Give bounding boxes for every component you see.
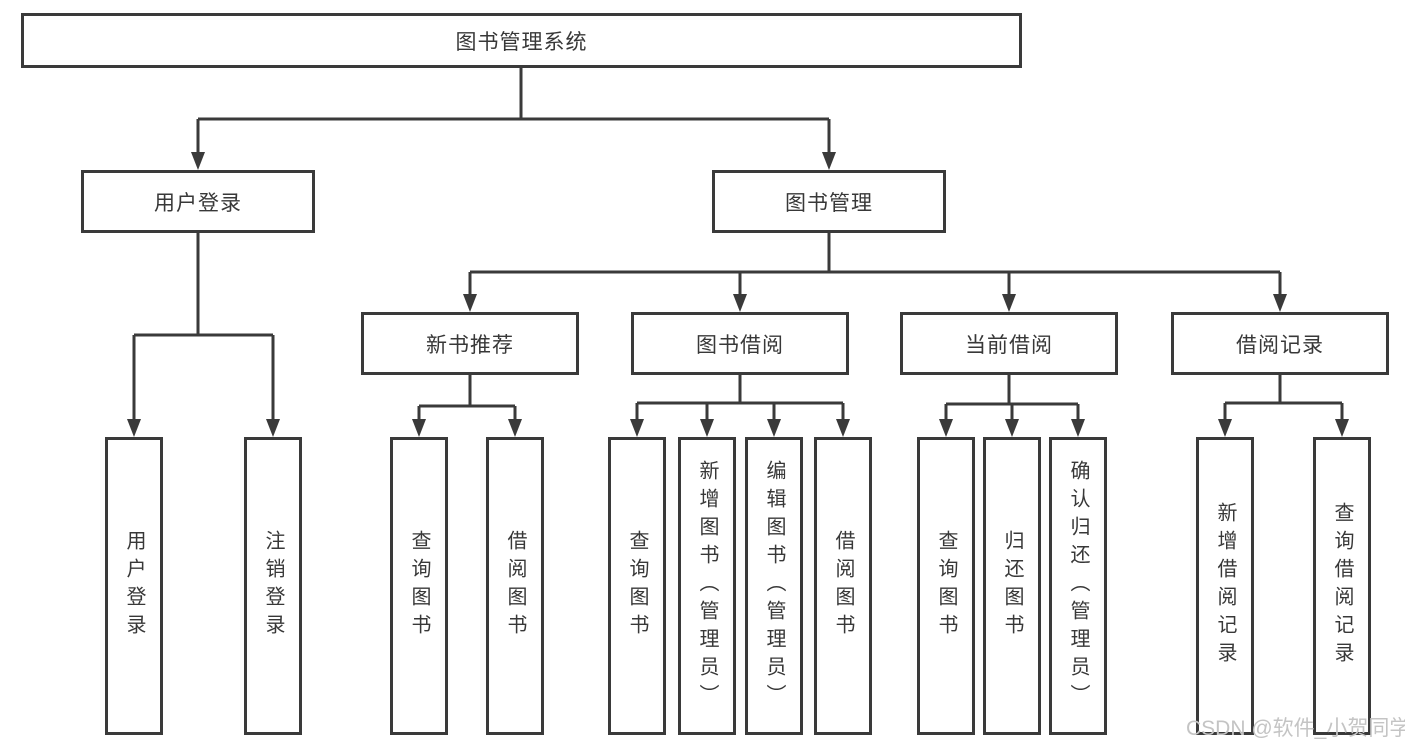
watermark: CSDN @软件_小贺同学 (1186, 717, 1405, 740)
leaf-add-borrow-record: 新增借阅记录 (1196, 437, 1254, 735)
leaf-borrow-books-recommend: 借阅图书 (486, 437, 544, 735)
leaf-search-books-borrowing: 查询图书 (608, 437, 666, 735)
leaf-logout-label: 注销登录 (262, 530, 284, 642)
leaf-user-login-label: 用户登录 (123, 530, 145, 642)
leaf-logout: 注销登录 (244, 437, 302, 735)
leaf-search-books-current: 查询图书 (917, 437, 975, 735)
leaf-borrow-books: 借阅图书 (814, 437, 872, 735)
node-book-borrowing: 图书借阅 (631, 312, 849, 375)
leaf-search-books-recommend-label: 查询图书 (408, 530, 430, 642)
leaf-edit-books-admin: 编辑图书（管理员） (745, 437, 803, 735)
leaf-return-books: 归还图书 (983, 437, 1041, 735)
node-borrowing-records: 借阅记录 (1171, 312, 1389, 375)
leaf-search-books-recommend: 查询图书 (390, 437, 448, 735)
leaf-confirm-return-admin-label: 确认归还（管理员） (1067, 460, 1089, 712)
leaf-user-login: 用户登录 (105, 437, 163, 735)
leaf-search-borrow-record: 查询借阅记录 (1313, 437, 1371, 735)
leaf-add-books-admin-label: 新增图书（管理员） (696, 460, 718, 712)
node-book-management: 图书管理 (712, 170, 946, 233)
leaf-search-books-borrowing-label: 查询图书 (626, 530, 648, 642)
node-library-system: 图书管理系统 (21, 13, 1022, 68)
leaf-search-borrow-record-label: 查询借阅记录 (1331, 502, 1353, 670)
node-user-login: 用户登录 (81, 170, 315, 233)
leaf-borrow-books-recommend-label: 借阅图书 (504, 530, 526, 642)
node-new-book-recommend: 新书推荐 (361, 312, 579, 375)
leaf-confirm-return-admin: 确认归还（管理员） (1049, 437, 1107, 735)
leaf-return-books-label: 归还图书 (1001, 530, 1023, 642)
leaf-add-borrow-record-label: 新增借阅记录 (1214, 502, 1236, 670)
leaf-add-books-admin: 新增图书（管理员） (678, 437, 736, 735)
leaf-search-books-current-label: 查询图书 (935, 530, 957, 642)
node-current-borrowing: 当前借阅 (900, 312, 1118, 375)
leaf-borrow-books-label: 借阅图书 (832, 530, 854, 642)
leaf-edit-books-admin-label: 编辑图书（管理员） (763, 460, 785, 712)
